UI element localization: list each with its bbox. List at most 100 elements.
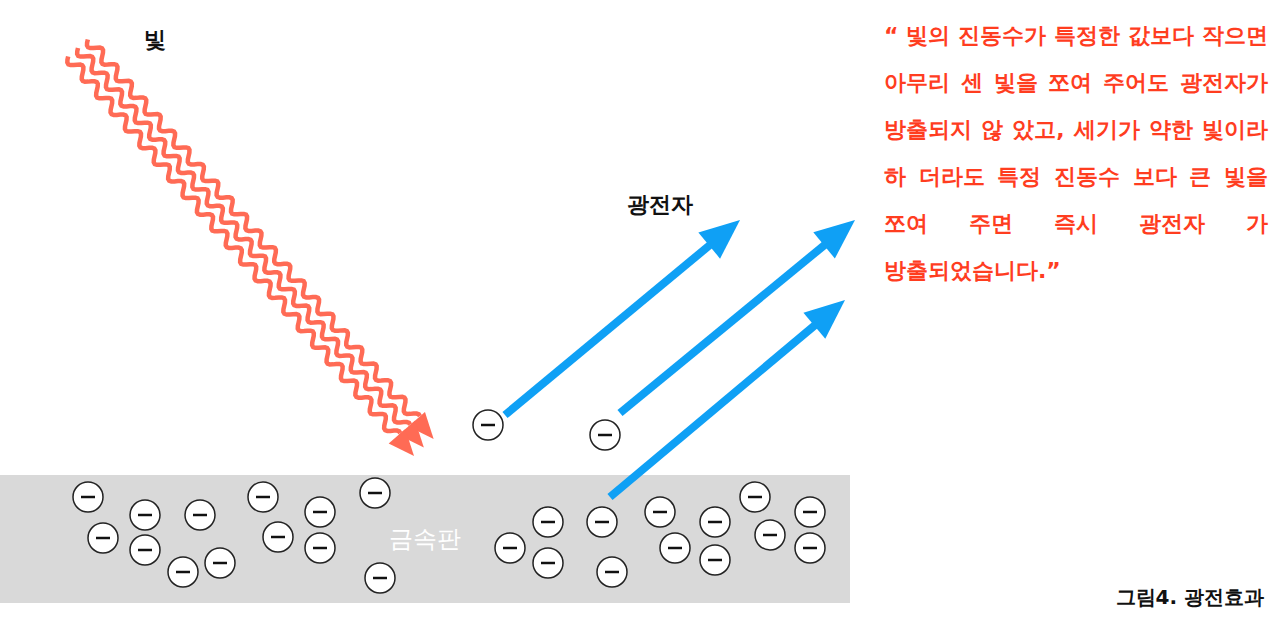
quote-note: “ 빛의 진동수가 특정한 값보다 작으면 아무리 센 빛을 쪼여 주어도 광전… <box>884 12 1268 294</box>
electron-circle <box>263 522 293 552</box>
minus-sign <box>256 496 270 499</box>
light-ray <box>77 48 410 425</box>
minus-sign <box>368 492 382 495</box>
electron-symbol <box>248 482 278 512</box>
electron-symbol <box>740 482 770 512</box>
electron-symbol <box>533 548 563 578</box>
minus-sign <box>373 577 387 580</box>
minus-sign <box>803 511 817 514</box>
electron-circle <box>795 533 825 563</box>
electron-symbol <box>263 522 293 552</box>
minus-sign <box>668 547 682 550</box>
minus-sign <box>271 536 285 539</box>
electron-symbol <box>795 533 825 563</box>
electron-circle <box>590 420 620 450</box>
electron-symbol <box>597 557 627 587</box>
minus-sign <box>96 537 110 540</box>
light-ray <box>87 39 420 416</box>
minus-sign <box>193 514 207 517</box>
electron-circle <box>740 482 770 512</box>
light-ray <box>67 57 400 434</box>
metal-plate <box>0 475 850 603</box>
minus-sign <box>803 547 817 550</box>
electron-symbol <box>645 497 675 527</box>
electron-symbol <box>755 520 785 550</box>
minus-sign <box>313 547 327 550</box>
electron-symbol <box>88 523 118 553</box>
electron-arrowhead <box>803 300 845 339</box>
electron-circle <box>473 410 503 440</box>
minus-sign <box>653 511 667 514</box>
electron-symbol <box>495 533 525 563</box>
electron-circle <box>645 497 675 527</box>
electron-circle <box>88 523 118 553</box>
electron-symbol <box>205 548 235 578</box>
electron-circle <box>700 507 730 537</box>
electron-symbol <box>533 507 563 537</box>
minus-sign <box>213 562 227 565</box>
minus-sign <box>81 496 95 499</box>
electron-arrow <box>620 243 827 413</box>
electron-circle <box>248 482 278 512</box>
minus-sign <box>503 547 517 550</box>
electron-symbol <box>660 533 690 563</box>
electron-circle <box>305 533 335 563</box>
minus-sign <box>541 562 555 565</box>
electron-symbol <box>305 533 335 563</box>
minus-sign <box>313 511 327 514</box>
electron-circle <box>533 548 563 578</box>
electron-circle <box>597 557 627 587</box>
electron-symbol <box>305 497 335 527</box>
electron-circle <box>587 507 617 537</box>
electron-symbol <box>590 420 620 450</box>
metal-plate-label-box: 금속판 <box>0 475 850 603</box>
electron-circle <box>533 507 563 537</box>
electron-circle <box>495 533 525 563</box>
electron-symbol <box>360 478 390 508</box>
electron-symbol <box>130 500 160 530</box>
electron-circle <box>755 520 785 550</box>
minus-sign <box>541 521 555 524</box>
minus-sign <box>748 496 762 499</box>
minus-sign <box>481 424 495 427</box>
electron-symbol <box>168 557 198 587</box>
electron-symbol <box>700 507 730 537</box>
electron-circle <box>795 497 825 527</box>
light-arrowhead <box>389 429 414 456</box>
minus-sign <box>605 571 619 574</box>
electron-arrow <box>505 243 712 415</box>
electron-circle <box>365 563 395 593</box>
electron-circle <box>130 500 160 530</box>
electron-arrowhead <box>813 220 855 259</box>
minus-sign <box>176 571 190 574</box>
electron-symbol <box>73 482 103 512</box>
electron-arrowhead <box>698 220 740 259</box>
minus-sign <box>763 534 777 537</box>
electron-symbol <box>130 535 160 565</box>
minus-sign <box>708 559 722 562</box>
electron-symbol <box>365 563 395 593</box>
figure-caption: 그림4. 광전효과 <box>1116 584 1264 611</box>
electron-circle <box>660 533 690 563</box>
photoelectron-label: 광전자 <box>627 190 693 220</box>
electron-arrow <box>610 323 817 497</box>
electron-circle <box>73 482 103 512</box>
light-label: 빛 <box>144 25 166 55</box>
electron-circle <box>305 497 335 527</box>
electron-symbol <box>700 545 730 575</box>
electron-symbol <box>473 410 503 440</box>
minus-sign <box>138 514 152 517</box>
plate-label: 금속판 <box>389 523 461 555</box>
minus-sign <box>138 549 152 552</box>
electron-circle <box>205 548 235 578</box>
electron-circle <box>700 545 730 575</box>
electron-circle <box>130 535 160 565</box>
electron-symbol <box>587 507 617 537</box>
electron-circle <box>185 500 215 530</box>
electron-symbol <box>795 497 825 527</box>
minus-sign <box>598 434 612 437</box>
electron-circle <box>360 478 390 508</box>
minus-sign <box>708 521 722 524</box>
electron-circle <box>168 557 198 587</box>
minus-sign <box>595 521 609 524</box>
